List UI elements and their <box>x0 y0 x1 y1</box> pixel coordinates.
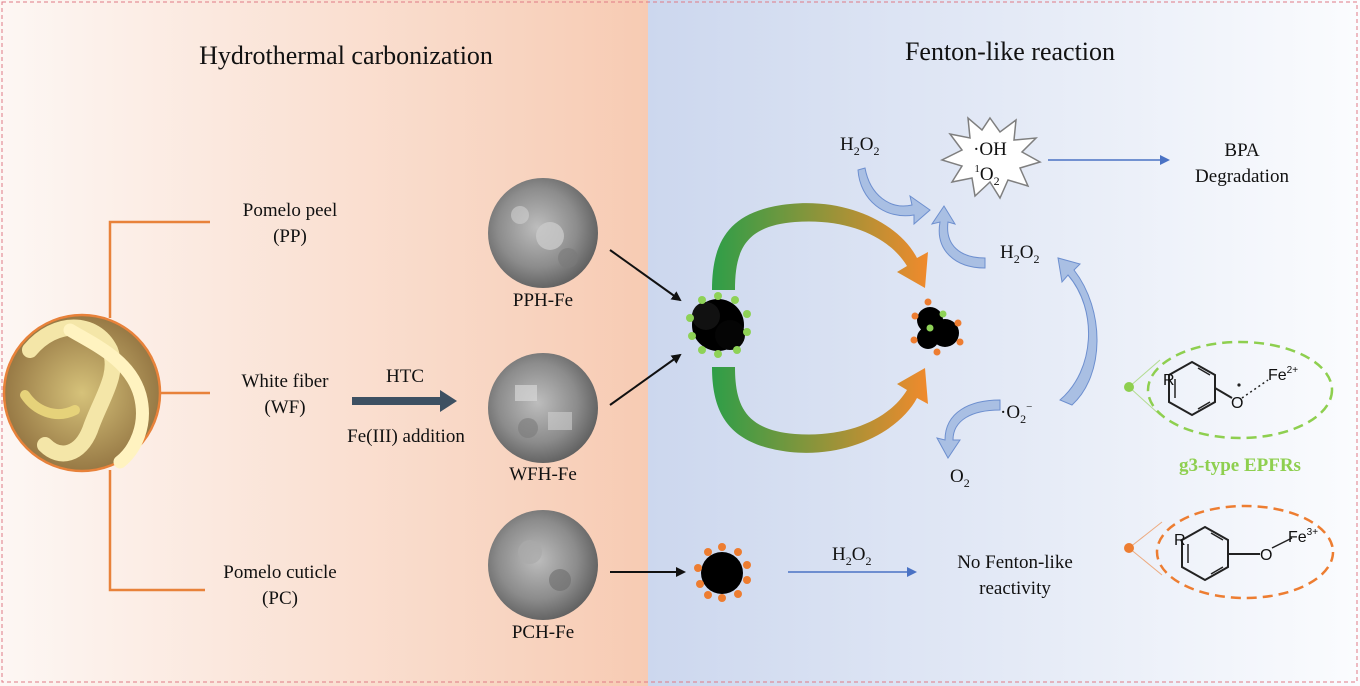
outcome-bpa: BPA <box>1224 140 1259 161</box>
particle-fe3 <box>694 543 751 602</box>
radical-singlet-oxygen: 1O2 <box>974 163 999 188</box>
sem-image-pph <box>488 178 598 288</box>
source-abbr-pc: (PC) <box>262 588 298 609</box>
product-label-pph: PPH-Fe <box>513 290 573 311</box>
epfr-fe2-r: R <box>1163 372 1175 389</box>
product-label-wfh: WFH-Fe <box>509 464 577 485</box>
particle-fe2-epfr <box>686 292 751 358</box>
h2o2-label-top: H2O2 <box>840 134 879 158</box>
epfr-fe2-fe: Fe2+ <box>1268 365 1298 384</box>
radical-starburst <box>939 116 1042 200</box>
epfr-fe3-o: O <box>1260 547 1272 564</box>
arrow-wfh-to-particle <box>609 353 682 406</box>
pomelo-photo <box>2 313 162 473</box>
cycle-arc-top <box>712 203 928 290</box>
curved-blue-arrows <box>857 167 1098 459</box>
process-label-fe: Fe(III) addition <box>347 426 465 447</box>
particle-mixed <box>910 298 964 356</box>
left-panel-title: Hydrothermal carbonization <box>199 41 493 70</box>
arrow-pph-to-particle <box>609 249 682 302</box>
sem-image-pch <box>488 510 598 620</box>
cycle-arc-bottom <box>712 367 928 453</box>
h2o2-label-right: H2O2 <box>1000 242 1039 266</box>
source-abbr-pp: (PP) <box>273 226 307 247</box>
product-label-pch: PCH-Fe <box>512 622 574 643</box>
epfr-type-label: g3-type EPFRs <box>1179 455 1301 476</box>
process-arrow <box>352 390 457 412</box>
epfr-fe2-o: O <box>1231 395 1243 412</box>
source-label-pc: Pomelo cuticle <box>223 562 336 583</box>
sem-image-wfh <box>488 353 598 463</box>
process-label-htc: HTC <box>386 366 424 387</box>
h2o2-label-bottom: H2O2 <box>832 544 871 568</box>
outcome-degradation: Degradation <box>1195 166 1289 187</box>
no-reaction-line1: No Fenton-like <box>957 552 1073 573</box>
radical-oh: ·OH <box>973 139 1007 160</box>
o2-label: O2 <box>950 466 970 490</box>
epfr-fe3-fe: Fe3+ <box>1288 527 1318 546</box>
source-label-wf: White fiber <box>241 371 329 392</box>
epfr-fe3-r: R <box>1174 532 1186 549</box>
source-label-pp: Pomelo peel <box>243 200 337 221</box>
epfr-fe3-callout: R O Fe3+ <box>1124 504 1335 600</box>
no-reaction-line2: reactivity <box>979 578 1051 599</box>
right-panel-title: Fenton-like reaction <box>905 37 1115 66</box>
epfr-fe2-callout: R O Fe2+ <box>1124 340 1334 440</box>
superoxide-label: ·O2− <box>1000 401 1032 426</box>
source-abbr-wf: (WF) <box>264 397 305 418</box>
